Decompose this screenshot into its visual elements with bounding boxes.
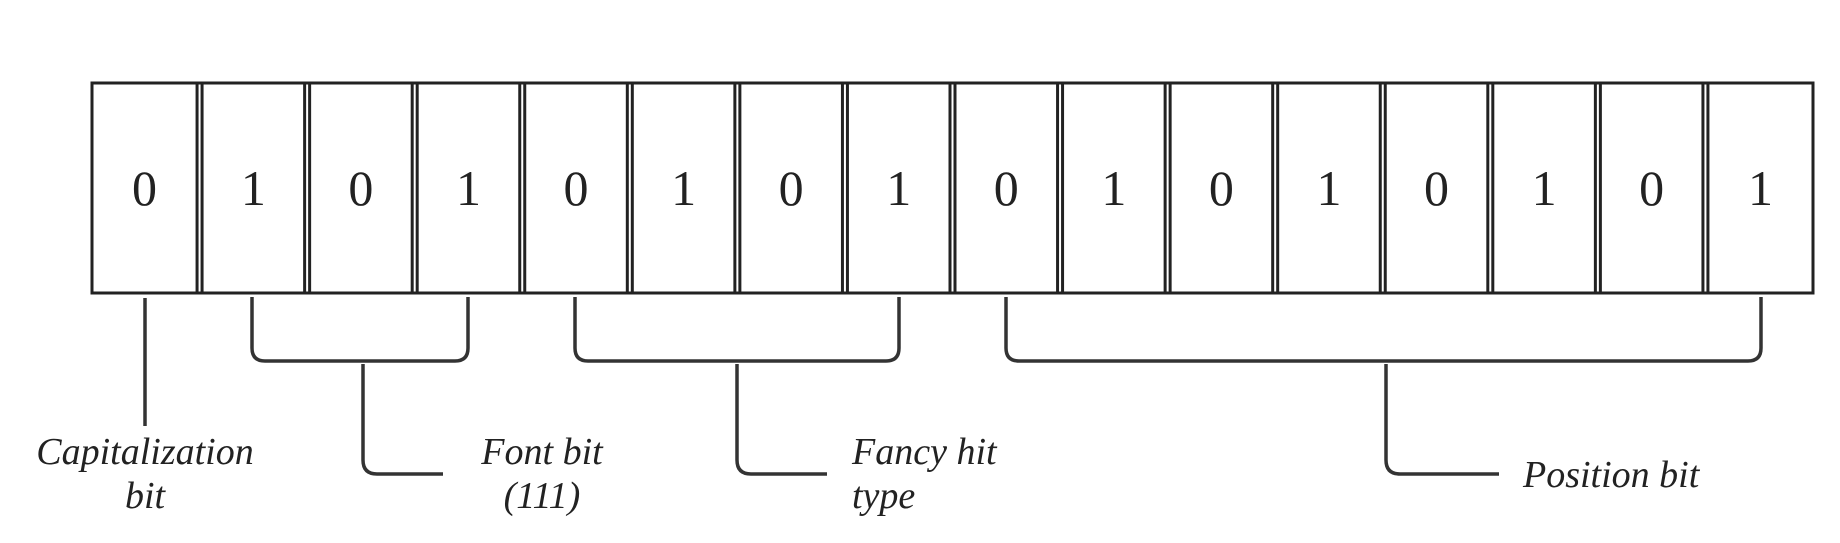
font-bit-bracket (250, 297, 470, 363)
bit-value: 1 (1101, 160, 1126, 216)
bit-value: 1 (1748, 160, 1773, 216)
position-bit-label: Position bit (1523, 453, 1783, 497)
bit-value: 1 (241, 160, 266, 216)
bit-value: 0 (1639, 160, 1664, 216)
bit-cell (308, 81, 414, 295)
bit-value: 1 (1316, 160, 1341, 216)
bit-cell (845, 81, 952, 295)
bit-cell (953, 81, 1060, 295)
bit-value: 1 (456, 160, 481, 216)
bit-cell (1598, 81, 1705, 295)
bit-value: 1 (886, 160, 911, 216)
bit-value: 0 (779, 160, 804, 216)
bit-value: 0 (1424, 160, 1449, 216)
bit-value: 0 (1209, 160, 1234, 216)
fancy-hit-bracket (573, 297, 901, 363)
position-bit-leader (1384, 364, 1499, 476)
font-bit-label-line2: (111) (503, 475, 581, 517)
bit-value: 1 (671, 160, 696, 216)
position-bit-bracket (1004, 297, 1763, 363)
bit-value: 0 (132, 160, 157, 216)
bit-value: 0 (994, 160, 1019, 216)
fancy-hit-type-label-line1: Fancy hit (852, 431, 997, 473)
bit-row-frame (90, 81, 1815, 295)
font-bit-label: Font bit (111) (462, 430, 622, 518)
fancy-hit-type-label: Fancy hit type (852, 430, 1052, 518)
bit-value: 1 (1532, 160, 1557, 216)
bit-cell (1168, 81, 1275, 295)
bit-cell (738, 81, 844, 295)
capitalization-bit-label-line1: Capitalization (36, 431, 254, 473)
bit-cell (1276, 81, 1382, 295)
capitalization-bit-label: Capitalization bit (20, 430, 270, 518)
bit-cell (90, 81, 199, 295)
font-bit-label-line1: Font bit (481, 431, 603, 473)
bit-value: 0 (348, 160, 373, 216)
font-bit-leader (361, 364, 443, 476)
fancy-hit-leader (735, 364, 827, 476)
fancy-hit-type-label-line2: type (852, 475, 916, 517)
position-bit-label-line1: Position bit (1523, 454, 1700, 496)
capitalization-bit-label-line2: bit (124, 475, 166, 517)
bit-cell (1491, 81, 1597, 295)
bit-cells: 0 1 0 1 0 1 0 1 0 1 0 1 0 1 0 1 (90, 81, 1815, 295)
bit-value: 0 (564, 160, 589, 216)
